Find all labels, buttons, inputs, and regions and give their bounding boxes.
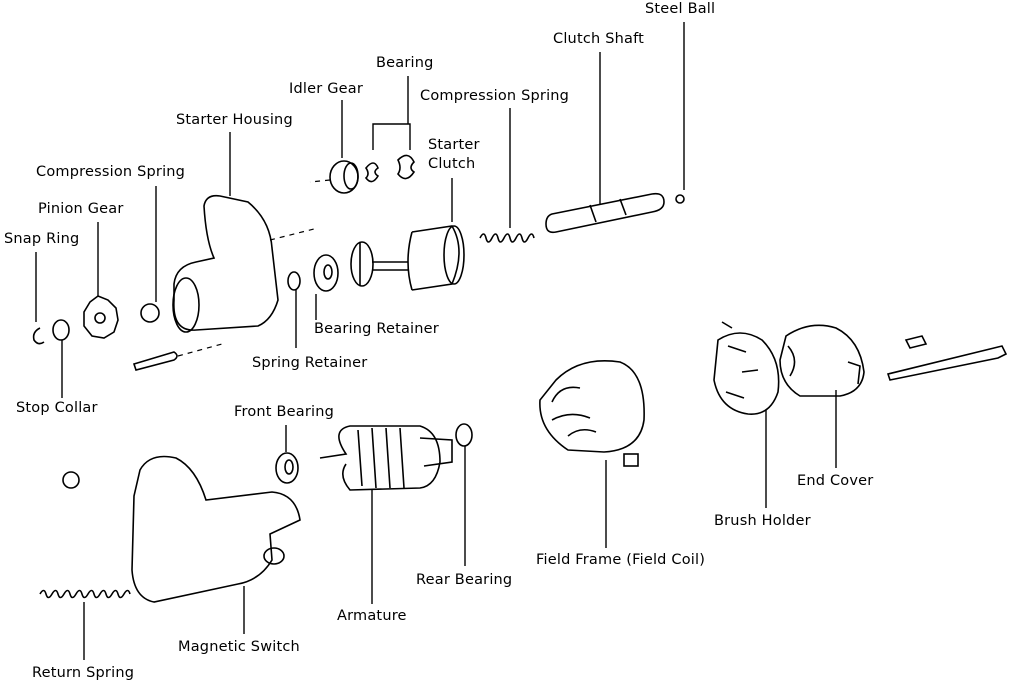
label-bearing-retainer: Bearing Retainer — [314, 321, 439, 337]
field-frame-coil — [551, 386, 597, 437]
label-clutch-shaft: Clutch Shaft — [553, 31, 645, 47]
label-front-bearing: Front Bearing — [234, 404, 335, 420]
label-armature: Armature — [337, 608, 407, 624]
housing-bolt-part — [132, 351, 178, 371]
armature-part — [319, 425, 453, 491]
front-bearing-inner — [284, 459, 294, 475]
axis-shaft — [309, 179, 331, 183]
starter-clutch-part — [359, 225, 460, 291]
spring-retainer-part — [287, 271, 301, 291]
rear-bearing-part — [455, 423, 473, 447]
bearing-retainer-hub — [323, 264, 333, 280]
clutch-shaft-part — [545, 192, 665, 234]
pinion-gear-part — [83, 295, 119, 339]
label-brush-holder: Brush Holder — [714, 513, 811, 529]
label-steel-ball: Steel Ball — [645, 1, 716, 17]
field-frame-part — [539, 360, 645, 453]
brush-holder-brushes — [721, 321, 759, 399]
small-nut-part — [62, 471, 80, 489]
front-bearing-part — [275, 452, 299, 484]
snap-ring-part — [32, 327, 45, 345]
small-screw-part — [904, 335, 928, 349]
pinion-gear-hub — [94, 312, 106, 324]
label-compression-spring-left: Compression Spring — [36, 164, 186, 180]
label-stop-collar: Stop Collar — [16, 400, 98, 416]
compression-spring-top-part — [479, 233, 535, 243]
label-spring-retainer: Spring Retainer — [252, 355, 368, 371]
assembly-axes — [177, 179, 331, 357]
leader-lines — [35, 22, 837, 660]
label-end-cover: End Cover — [797, 473, 874, 489]
end-cover-part — [779, 324, 865, 397]
bearing-part-b — [397, 154, 416, 180]
label-bearing: Bearing — [376, 55, 434, 71]
brush-holder-part — [713, 332, 780, 415]
label-magnetic-switch: Magnetic Switch — [178, 639, 300, 655]
long-bolt-part — [886, 345, 1008, 381]
label-idler-gear: Idler Gear — [289, 81, 364, 97]
label-rear-bearing: Rear Bearing — [416, 572, 513, 588]
return-spring-part — [39, 589, 131, 599]
bearing-part-a — [364, 162, 380, 183]
starter-housing-part — [173, 194, 279, 331]
label-field-frame: Field Frame (Field Coil) — [536, 552, 706, 568]
end-cover-notch — [787, 345, 861, 385]
armature-windings — [357, 427, 405, 489]
starter-clutch-drum — [443, 225, 465, 285]
compression-spring-left-part — [140, 303, 160, 323]
label-snap-ring: Snap Ring — [4, 231, 80, 247]
stop-collar-part — [52, 319, 70, 341]
magnetic-switch-terminal — [263, 547, 285, 565]
starter-clutch-gear — [350, 241, 374, 287]
label-starter-housing: Starter Housing — [176, 112, 293, 128]
label-return-spring: Return Spring — [32, 665, 135, 681]
axis-bolt-lower — [177, 343, 223, 357]
leader-bearing — [372, 76, 411, 150]
magnetic-switch-part — [131, 455, 301, 603]
axis-housing-idler — [269, 227, 319, 241]
idler-gear-face — [343, 162, 359, 190]
label-compression-spring-top: Compression Spring — [420, 88, 570, 104]
starter-housing-bore — [172, 277, 200, 333]
steel-ball-part — [675, 194, 685, 204]
bearing-retainer-part — [313, 254, 339, 292]
label-starter-clutch: Starter Clutch — [428, 137, 480, 172]
label-pinion-gear: Pinion Gear — [38, 201, 124, 217]
field-frame-terminal — [623, 453, 639, 467]
